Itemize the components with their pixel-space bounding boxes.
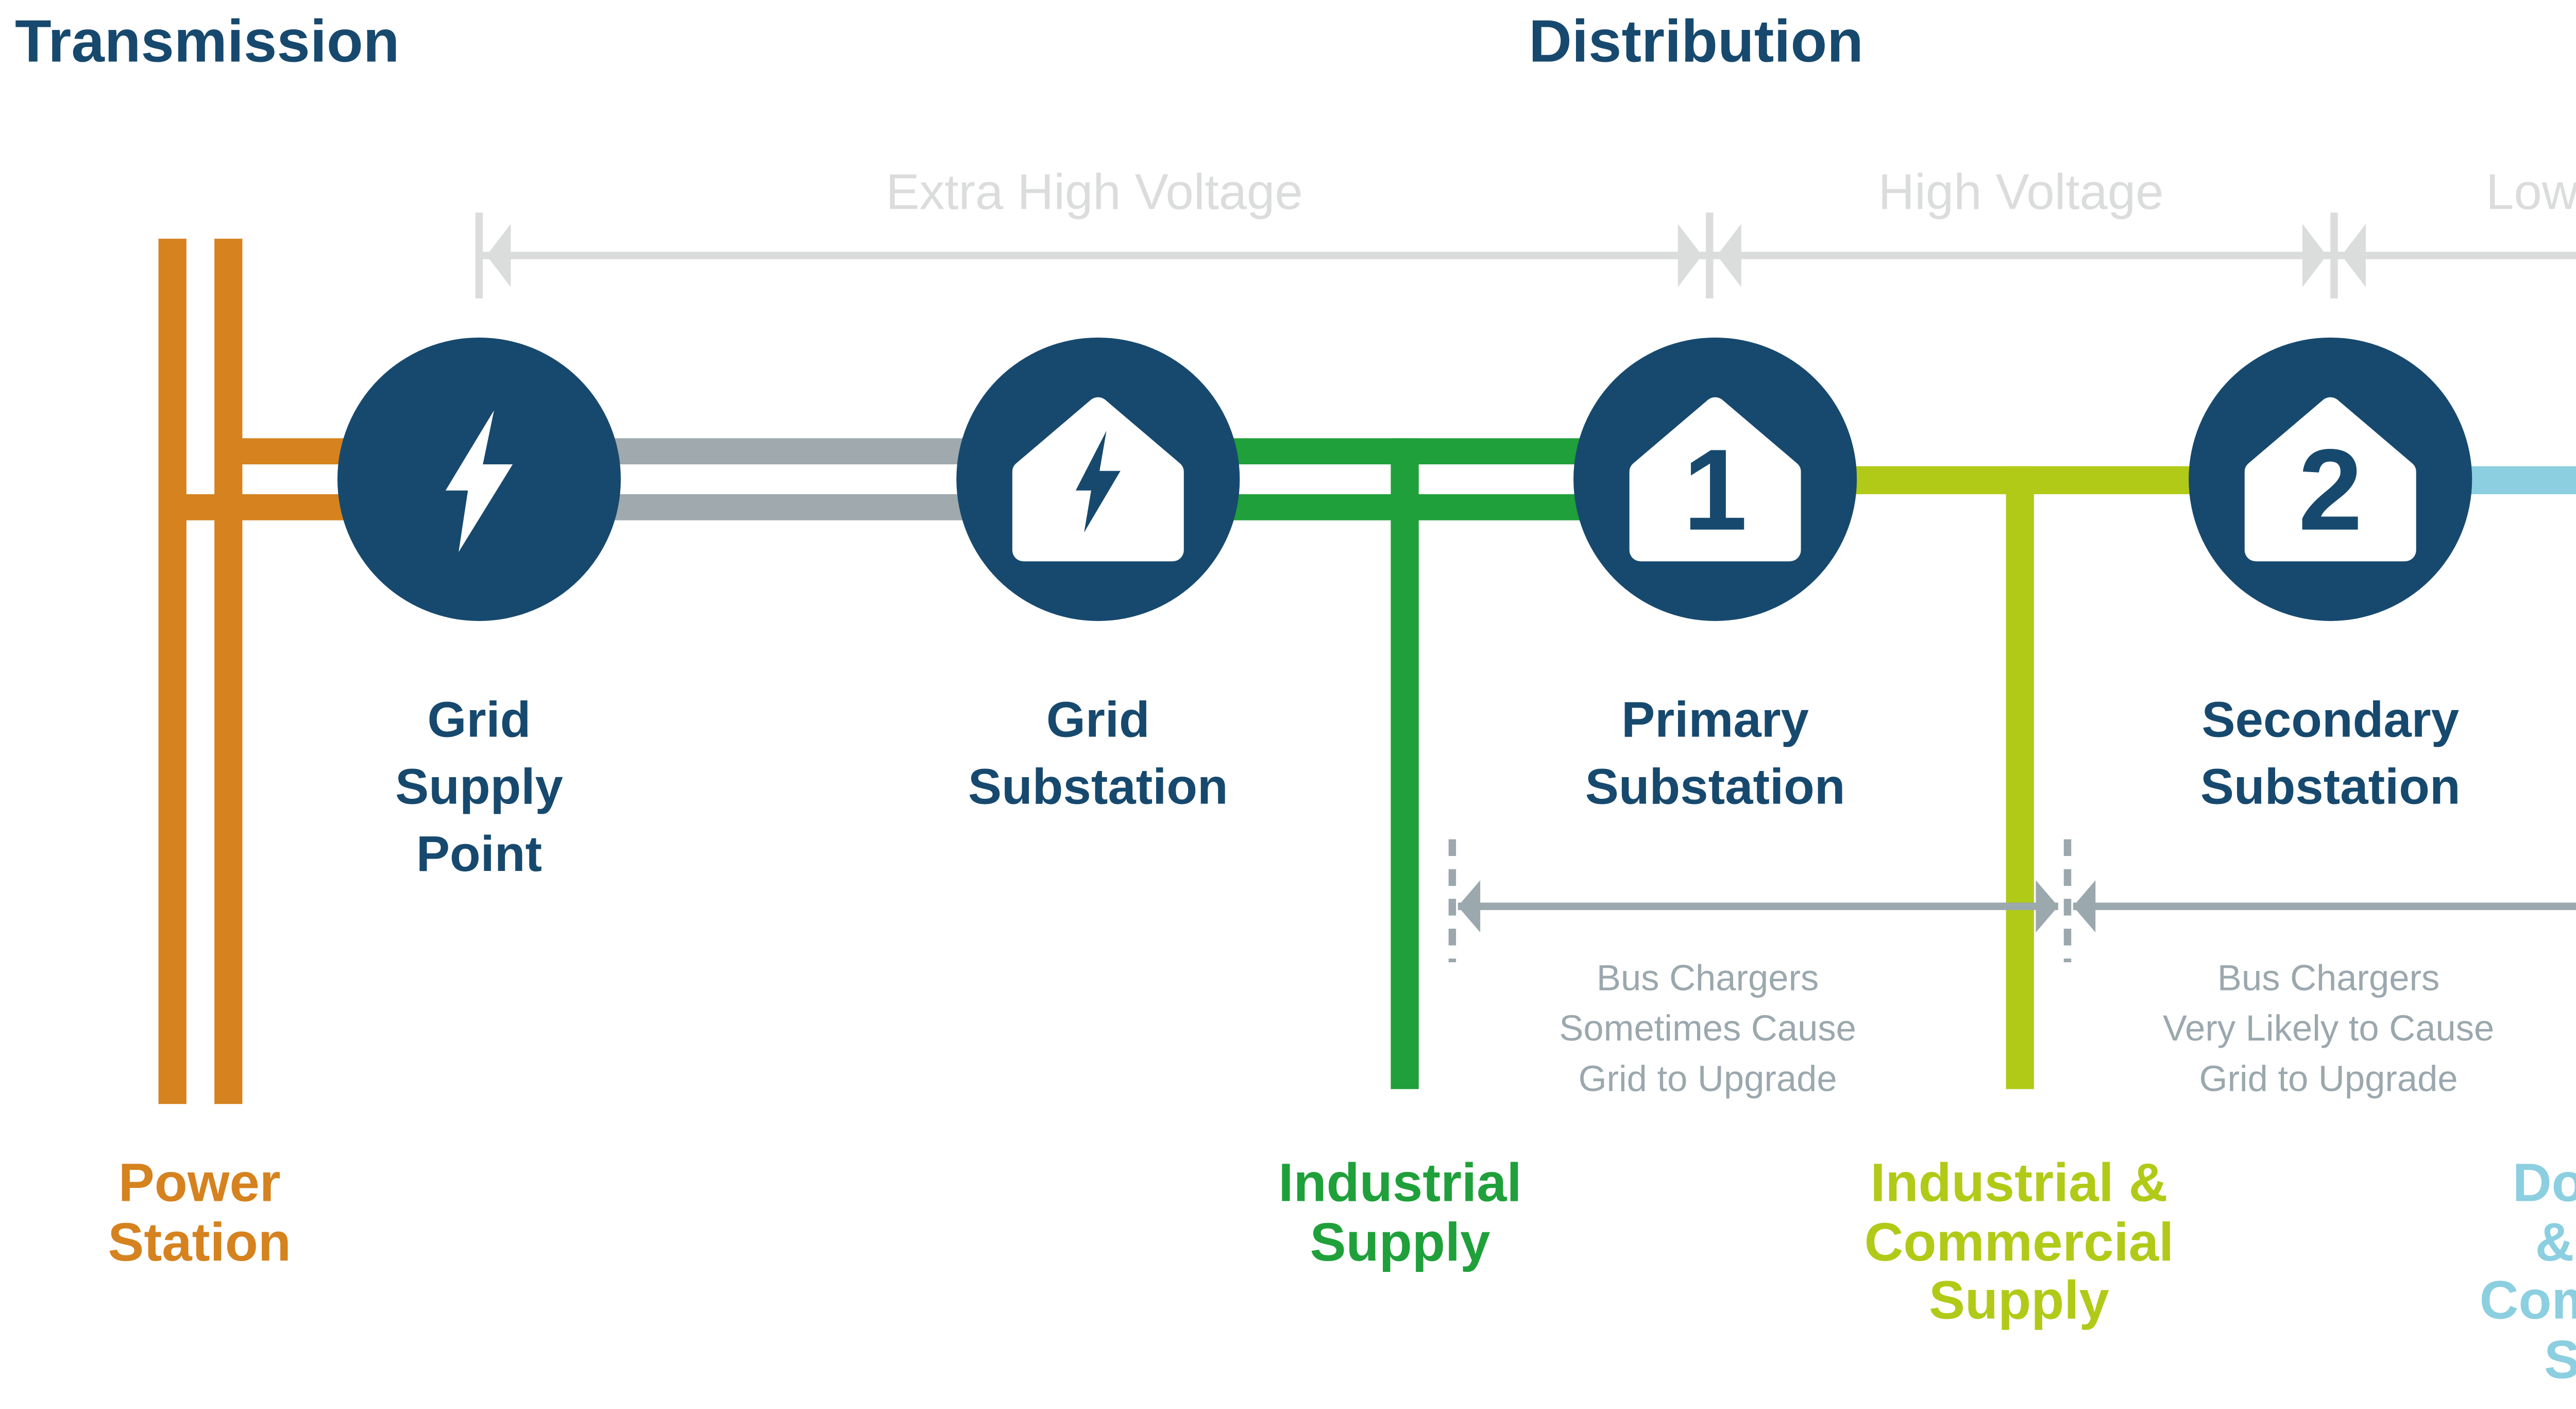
annotation-line: Very Likely to Cause [2163, 1009, 2495, 1050]
annotation-line: Bus Chargers [2217, 958, 2440, 1000]
node-label-line: Primary [1621, 692, 1809, 748]
supply-label-line: Supply [1929, 1271, 2109, 1332]
node-grid-supply-point [337, 337, 621, 621]
voltage-arrowhead-hv-left-icon [1717, 224, 1741, 288]
label-power-station: Power Station [108, 1154, 292, 1274]
supply-label-line: Industrial & [1870, 1154, 2168, 1214]
annotation-primary-upgrade: Bus Chargers Sometimes Cause Grid to Upg… [1559, 955, 1856, 1106]
node-primary-substation: 1 [1573, 337, 1857, 621]
house-2-icon: 2 [2244, 397, 2416, 562]
dashed-bound-left [1448, 839, 1456, 963]
upgrade-arrowhead-mid-right-icon [2073, 880, 2096, 933]
supply-label-line: Station [108, 1213, 292, 1273]
node-label-line: Substation [968, 759, 1228, 815]
node-label-grid-substation: Grid Substation [968, 686, 1228, 821]
label-domestic-small-commercial-supply: Domestic & Small Commercial Supply [2479, 1154, 2576, 1391]
node-grid-substation [956, 337, 1240, 621]
node-label-grid-supply-point: Grid Supply Point [395, 686, 563, 888]
node-label-line: Supply [395, 759, 563, 815]
upgrade-arrow-secondary [2073, 902, 2576, 910]
node-secondary-substation: 2 [2189, 337, 2472, 621]
supply-label-line: Domestic [2512, 1154, 2576, 1214]
node-number: 2 [2298, 425, 2363, 555]
label-industrial-supply: Industrial Supply [1278, 1154, 1522, 1274]
section-title-transmission: Transmission [14, 7, 400, 75]
annotation-line: Sometimes Cause [1559, 1009, 1856, 1050]
section-title-distribution: Distribution [1529, 7, 1863, 75]
upgrade-arrowhead-mid-left-icon [2036, 880, 2058, 933]
supply-label-line: Supply [1310, 1213, 1490, 1273]
annotation-line: Grid to Upgrade [2199, 1059, 2458, 1100]
voltage-scale-line [481, 251, 2576, 259]
upgrade-arrowhead-left-icon [1458, 880, 1481, 933]
node-label-line: Substation [2200, 759, 2461, 815]
power-station-busbar-left [158, 239, 187, 1104]
voltage-arrowhead-left-icon [486, 224, 511, 288]
house-bolt-icon [1012, 397, 1184, 562]
node-label-line: Grid [427, 692, 531, 748]
supply-label-line: Power [118, 1154, 281, 1214]
voltage-tick-secondary [2330, 212, 2338, 298]
voltage-tick-primary [1706, 212, 1714, 298]
node-label-line: Grid [1046, 692, 1150, 748]
supply-label-line: Commercial [1864, 1213, 2174, 1273]
bolt-icon [445, 410, 513, 552]
supply-label-line: & Small [2535, 1213, 2576, 1273]
node-label-secondary-substation: Secondary Substation [2200, 686, 2461, 821]
voltage-arrowhead-lv-left-icon [2341, 224, 2366, 288]
voltage-tick-gsp [475, 212, 483, 298]
voltage-arrowhead-hv-right-icon [2302, 224, 2327, 288]
house-1-icon: 1 [1629, 397, 1801, 562]
voltage-label-low: Low Voltage [2486, 164, 2576, 220]
supply-label-line: Supply [2480, 1332, 2576, 1391]
node-label-line: Substation [1585, 759, 1845, 815]
label-industrial-commercial-supply: Industrial & Commercial Supply [1864, 1154, 2174, 1333]
industrial-supply-feeder [1391, 438, 1419, 1089]
annotation-line: Grid to Upgrade [1578, 1059, 1837, 1100]
upgrade-arrow-primary [1458, 902, 2058, 910]
annotation-line: Bus Chargers [1596, 958, 1819, 1000]
voltage-label-extra-high: Extra High Voltage [886, 164, 1303, 220]
supply-label-line: Commercial [2479, 1271, 2576, 1332]
node-label-line: Secondary [2201, 692, 2460, 748]
voltage-label-high: High Voltage [1878, 164, 2164, 220]
supply-label-line: Industrial [1278, 1154, 1522, 1214]
dashed-bound-right [2063, 839, 2072, 963]
node-number: 1 [1683, 425, 1748, 555]
node-label-primary-substation: Primary Substation [1585, 686, 1845, 821]
industrial-commercial-feeder [2006, 466, 2034, 1089]
power-station-busbar-right [214, 239, 243, 1104]
node-label-line: Point [416, 826, 543, 882]
annotation-secondary-upgrade: Bus Chargers Very Likely to Cause Grid t… [2163, 955, 2494, 1106]
voltage-arrowhead-ehv-right-icon [1677, 224, 1702, 288]
